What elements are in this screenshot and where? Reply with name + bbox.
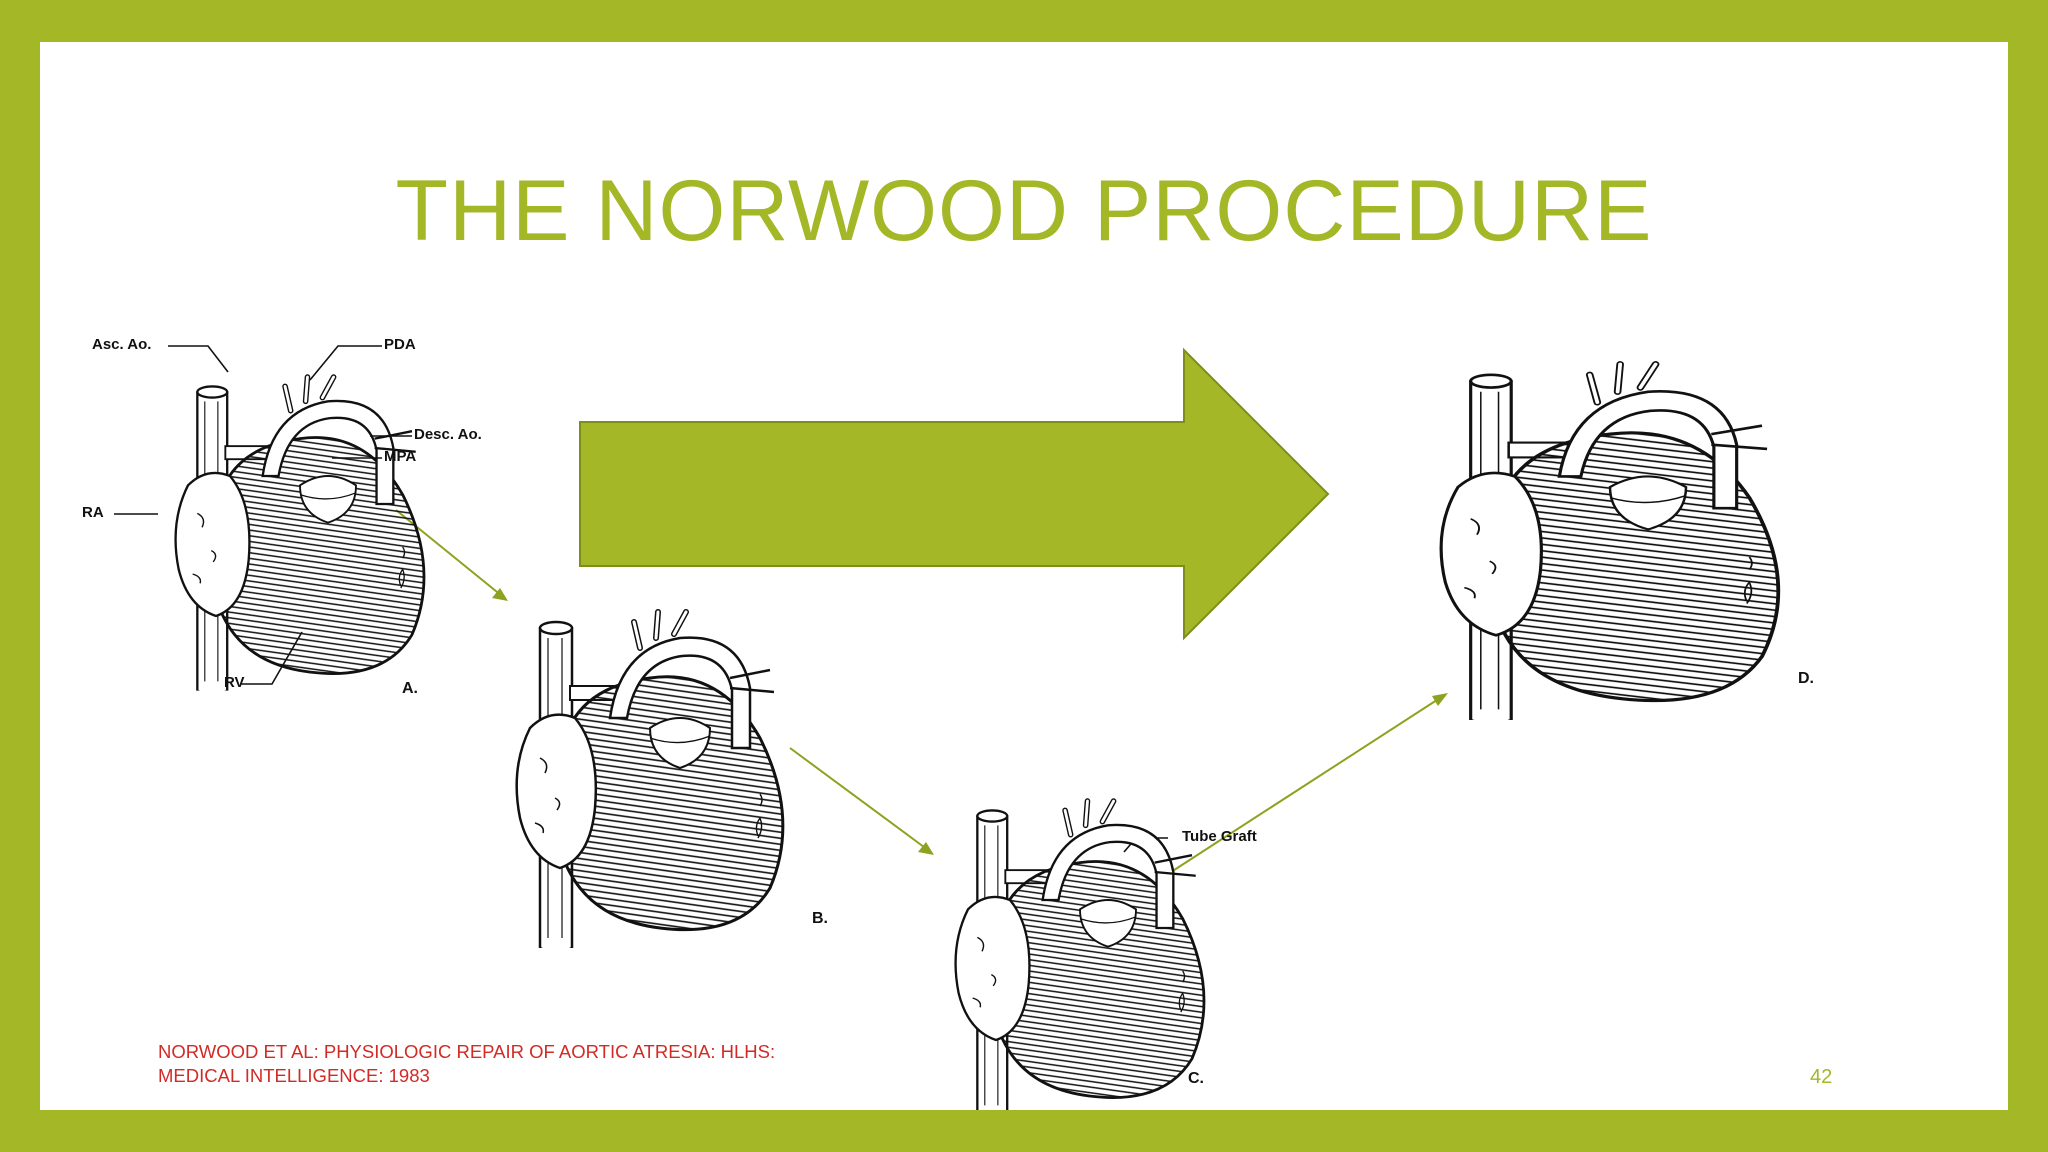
stage-label-d: D.: [1798, 670, 1814, 687]
stage-label-c: C.: [1188, 1070, 1204, 1087]
slide: THE NORWOOD PROCEDURE Asc. Ao. PDA: [40, 42, 2008, 1110]
heart-figure-b: [500, 598, 800, 958]
stage-label-a: A.: [402, 680, 418, 697]
heart-figure-d: [1420, 360, 1800, 720]
arrow-c-to-d: [1167, 693, 1448, 875]
citation-line-1: NORWOOD ET AL: PHYSIOLOGIC REPAIR OF AOR…: [158, 1041, 776, 1062]
slide-title: THE NORWOOD PROCEDURE: [395, 163, 1653, 259]
heart-drawing-b: [500, 598, 800, 958]
citation-line-2: MEDICAL INTELLIGENCE: 1983: [158, 1065, 430, 1086]
leader-lines-a: [114, 345, 1168, 853]
heart-figure-c: [940, 776, 1220, 1110]
citation: NORWOOD ET AL: PHYSIOLOGIC REPAIR OF AOR…: [158, 1040, 918, 1088]
heart-drawing-c: [940, 776, 1220, 1110]
page-number: 42: [1810, 1066, 1833, 1088]
label-pda: PDA: [384, 336, 416, 353]
label-ra: RA: [82, 504, 104, 521]
arrow-b-to-c: [789, 747, 934, 855]
connector-overlay: [395, 347, 1448, 875]
label-mpa: MPA: [384, 448, 417, 465]
heart-drawing-d: [1420, 360, 1800, 720]
stage-label-b: B.: [812, 910, 828, 927]
big-green-arrow: [579, 347, 1330, 641]
label-desc-ao: Desc. Ao.: [414, 426, 482, 443]
label-rv: RV: [224, 674, 245, 691]
label-asc-ao: Asc. Ao.: [92, 336, 152, 353]
label-tube-graft: Tube Graft: [1182, 828, 1257, 845]
